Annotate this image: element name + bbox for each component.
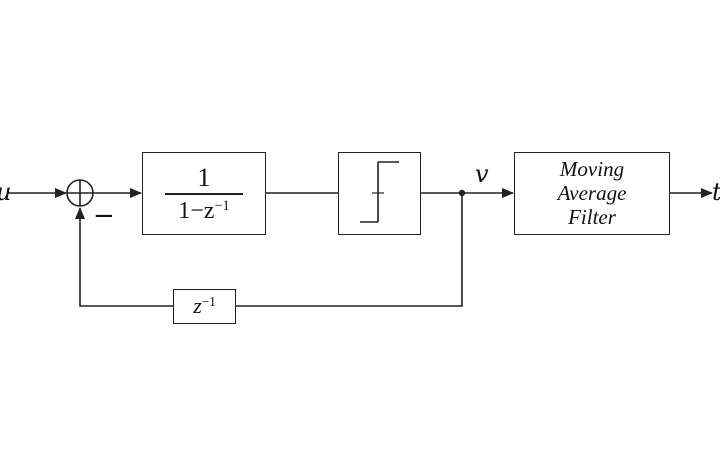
integrator-numerator: 1 <box>197 163 211 192</box>
filter-line-1: Moving <box>559 157 625 181</box>
integrator-denominator-exp: −1 <box>214 198 230 215</box>
node-v-label: v <box>475 160 489 188</box>
output-label: t <box>712 180 720 204</box>
step-quantizer-icon <box>360 161 399 223</box>
integrator-denominator-base: 1−z <box>178 198 215 224</box>
moving-average-filter-block: Moving Average Filter <box>514 152 670 235</box>
integrator-block: 1 1−z−1 <box>142 152 266 235</box>
delay-block: z−1 <box>173 289 236 324</box>
delay-exp: −1 <box>201 293 216 309</box>
minus-sign: − <box>93 201 115 231</box>
delay-label: z−1 <box>174 295 235 317</box>
wire-feedback-left <box>75 207 173 307</box>
input-label: u <box>0 180 11 204</box>
filter-line-2: Average <box>557 181 627 205</box>
wire-feedback-right <box>235 193 463 307</box>
filter-line-3: Filter <box>568 205 616 229</box>
fraction-bar <box>165 193 243 195</box>
delay-base: z <box>193 293 202 318</box>
quantizer-block <box>338 152 421 235</box>
integrator-denominator: 1−z−1 <box>143 199 265 223</box>
